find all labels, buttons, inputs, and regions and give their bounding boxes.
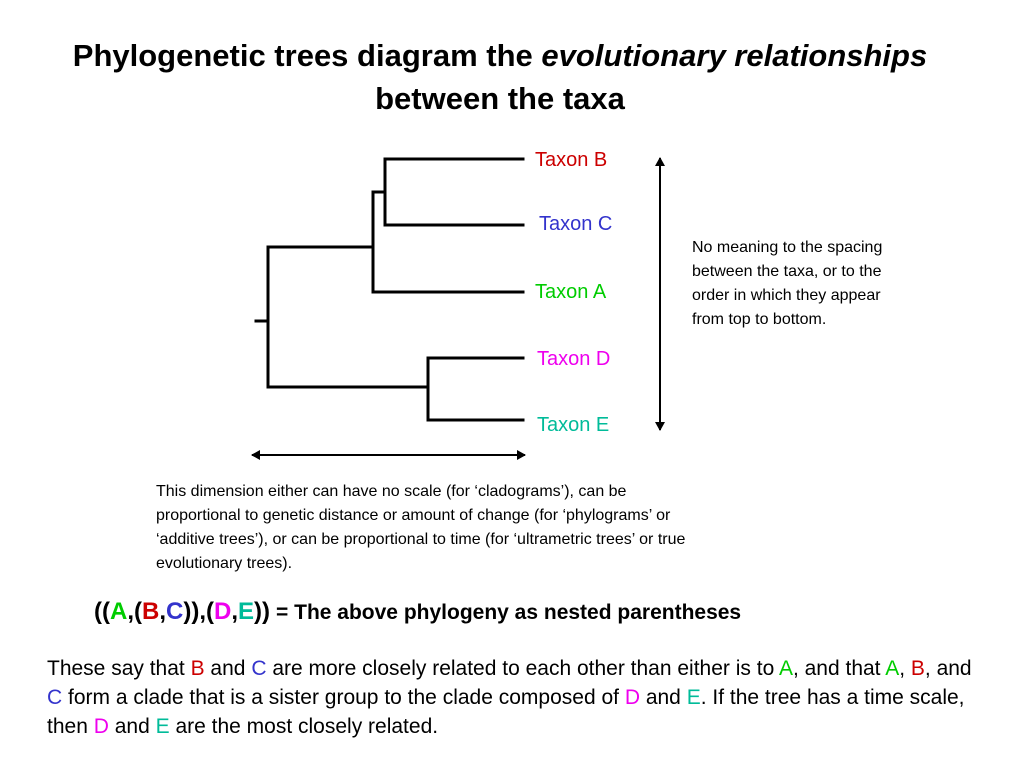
text-segment: and [639, 686, 687, 709]
text-segment: , [899, 657, 911, 680]
taxon-d-label: Taxon D [537, 348, 611, 370]
taxon-ref-e: E [686, 686, 701, 709]
title-part2: between the taxa [375, 81, 625, 116]
taxon-c-label: Taxon C [539, 213, 613, 235]
taxon-ref-c: C [251, 657, 267, 680]
newick-comma: , [159, 598, 167, 625]
newick-notation: ((A,(B,C)),(D,E)) [94, 598, 270, 625]
newick-close: )) [254, 598, 271, 625]
newick-c: C [166, 598, 184, 625]
title-emphasis: evolutionary relationships [541, 38, 928, 73]
dimension-note: This dimension either can have no scale … [156, 483, 686, 572]
text-segment: and [108, 715, 156, 738]
newick-b: B [142, 598, 160, 625]
newick-e: E [238, 598, 255, 625]
newick-comma2: , [231, 598, 239, 625]
text-segment: These say that [47, 657, 191, 680]
explanation-paragraph: These say that B and C are more closely … [47, 654, 987, 741]
newick-d: D [214, 598, 232, 625]
newick-comma-open: ,( [127, 598, 142, 625]
text-segment: are more closely related to each other t… [266, 657, 779, 680]
newick-description: = The above phylogeny as nested parenthe… [276, 601, 742, 624]
text-segment: . If the tree has a time scale, then [47, 686, 965, 738]
title-part1: Phylogenetic trees diagram the [72, 38, 542, 73]
newick-close-mid: )),( [183, 598, 215, 625]
taxon-ref-b: B [910, 657, 925, 680]
text-segment: are the most closely related. [169, 715, 439, 738]
newick-open: (( [94, 598, 110, 625]
text-segment: , and that [792, 657, 886, 680]
text-segment: , and [924, 657, 972, 680]
newick-row: ((A,(B,C)),(D,E))= The above phylogeny a… [94, 598, 741, 626]
taxon-ref-c: C [47, 686, 63, 709]
taxon-b-label: Taxon B [535, 149, 608, 171]
taxon-ref-d: D [624, 686, 640, 709]
taxon-ref-a: A [778, 657, 793, 680]
text-segment: and [204, 657, 252, 680]
taxon-ref-d: D [93, 715, 109, 738]
spacing-note: No meaning to the spacing between the ta… [692, 239, 883, 328]
taxon-ref-a: A [885, 657, 900, 680]
taxon-e-label: Taxon E [537, 414, 610, 436]
page-title: Phylogenetic trees diagram the evolution… [60, 34, 940, 120]
taxon-ref-e: E [155, 715, 170, 738]
text-segment: form a clade that is a sister group to t… [62, 686, 625, 709]
taxon-a-label: Taxon A [535, 281, 607, 303]
newick-a: A [109, 598, 128, 625]
taxon-ref-b: B [190, 657, 205, 680]
